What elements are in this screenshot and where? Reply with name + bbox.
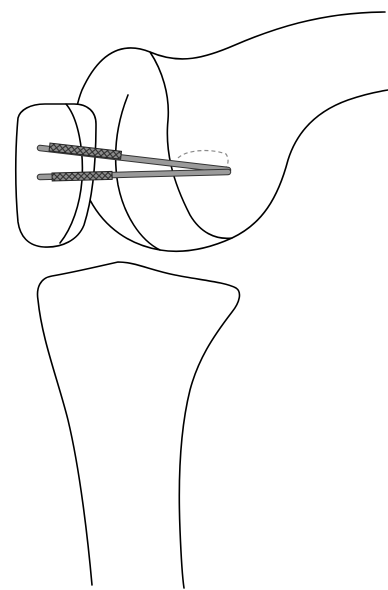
- lower-graft-weave: [52, 171, 112, 181]
- lower-graft: [40, 171, 228, 181]
- tibia: [38, 262, 240, 588]
- tibia-outline: [38, 262, 240, 588]
- condyle-contour-inner: [150, 52, 232, 238]
- femur-outline: [74, 12, 388, 251]
- femur: [74, 12, 388, 251]
